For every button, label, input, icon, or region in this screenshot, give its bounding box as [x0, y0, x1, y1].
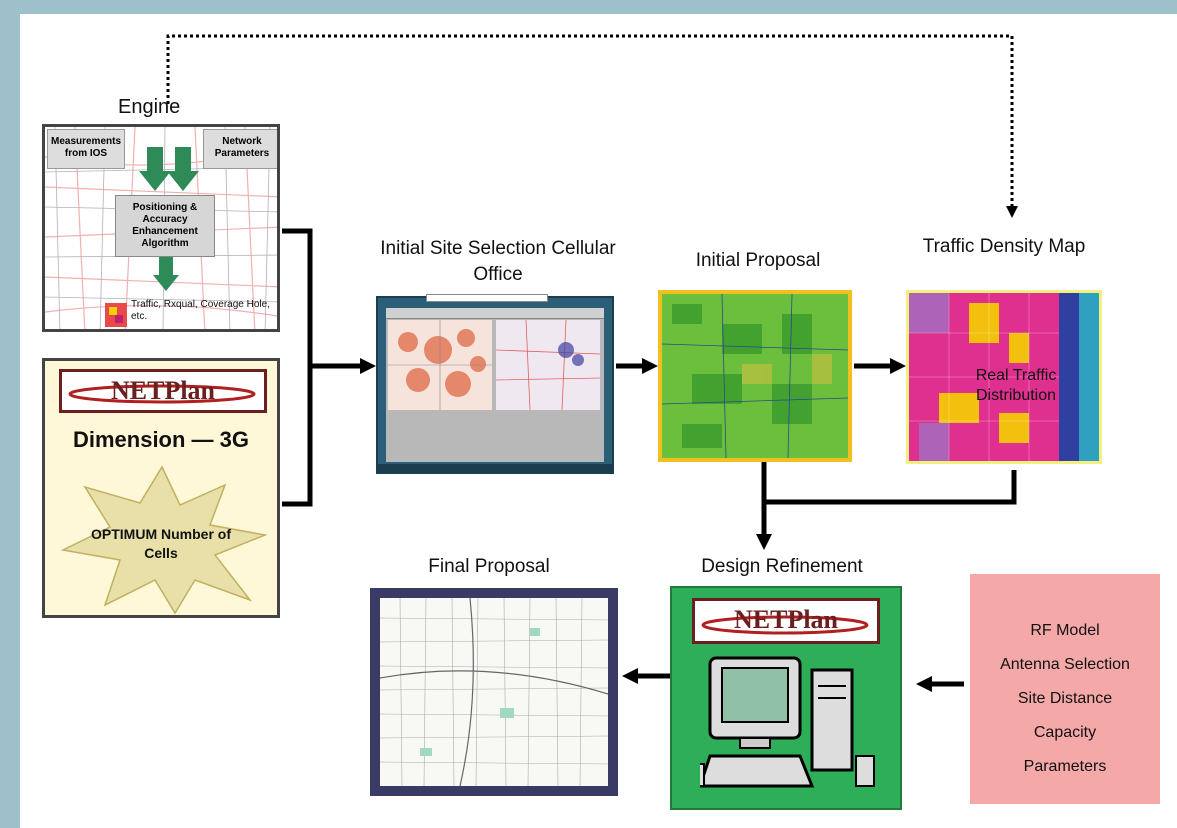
dimension-panel: NETPlan Dimension — 3G OPTIMUM Number of… — [42, 358, 280, 618]
diagram-canvas: Engine Measurements from IOS Network Par… — [20, 14, 1177, 828]
initial-site-screenshot — [376, 294, 614, 474]
netplan-logo: NETPlan — [59, 369, 267, 413]
refinement-logo-text: NETPlan — [733, 605, 839, 634]
green-down-arrows-icon — [139, 147, 199, 191]
proposal-coverage-map — [661, 293, 849, 459]
rf-parameters-panel: RF Model Antenna Selection Site Distance… — [970, 574, 1160, 804]
design-refinement-panel: NETPlan — [670, 586, 902, 810]
computer-icon — [700, 656, 875, 788]
green-down-arrow-icon — [153, 257, 179, 291]
rf-item-site-distance: Site Distance — [1017, 690, 1113, 707]
final-proposal-title: Final Proposal — [428, 556, 550, 577]
rf-item-capacity: Capacity — [1033, 724, 1097, 741]
app-window — [386, 308, 604, 462]
starburst-text: OPTIMUM Number of Cells — [91, 526, 231, 561]
final-proposal-map — [370, 588, 618, 796]
rf-item-rf-model: RF Model — [1030, 622, 1100, 639]
traffic-map-title: Traffic Density Map — [922, 236, 1086, 257]
taskbar — [378, 464, 612, 472]
traffic-map-label: Real Traffic Distribution — [975, 367, 1057, 404]
measurements-box: Measurements from IOS — [47, 129, 125, 169]
algorithm-box: Positioning & Accuracy Enhancement Algor… — [115, 195, 215, 257]
netplan-logo-text: NETPlan — [110, 376, 216, 405]
dimension-title: Dimension — 3G — [72, 427, 250, 452]
rf-item-antenna-selection: Antenna Selection — [1000, 656, 1130, 673]
arrow-to-site-selection — [360, 358, 376, 374]
merge-bracket — [282, 228, 360, 507]
final-street-map — [379, 597, 609, 787]
starburst-icon — [60, 465, 268, 615]
refinement-bracket — [761, 462, 1017, 536]
engine-title: Engine — [118, 96, 181, 118]
site-map-left — [388, 320, 492, 410]
engine-outputs-text: Traffic, Rxqual, Coverage Hole, etc. — [131, 299, 270, 322]
connector-layer — [166, 34, 1018, 692]
initial-proposal-map — [658, 290, 852, 462]
window-tab — [426, 294, 548, 302]
app-toolbar — [386, 308, 604, 319]
network-parameters-box: Network Parameters — [203, 129, 277, 169]
initial-site-title: Initial Site Selection Cellular Office — [380, 238, 616, 285]
refinement-swoosh-icon — [701, 615, 869, 635]
feedback-arrowhead — [1006, 206, 1018, 218]
traffic-density-map: Real Traffic Distribution — [906, 290, 1102, 464]
traffic-thumbnail-icon — [105, 303, 127, 327]
rf-item-parameters: Parameters — [1023, 758, 1107, 775]
refinement-netplan-logo: NETPlan — [692, 598, 880, 644]
design-refinement-title: Design Refinement — [701, 556, 863, 577]
netplan-swoosh-icon — [68, 384, 256, 404]
site-map-right — [496, 320, 600, 410]
engine-panel: Measurements from IOS Network Parameters… — [42, 124, 280, 332]
initial-proposal-title: Initial Proposal — [695, 250, 821, 271]
feedback-dotted-line — [166, 34, 1014, 210]
traffic-heat-map — [909, 293, 1099, 461]
